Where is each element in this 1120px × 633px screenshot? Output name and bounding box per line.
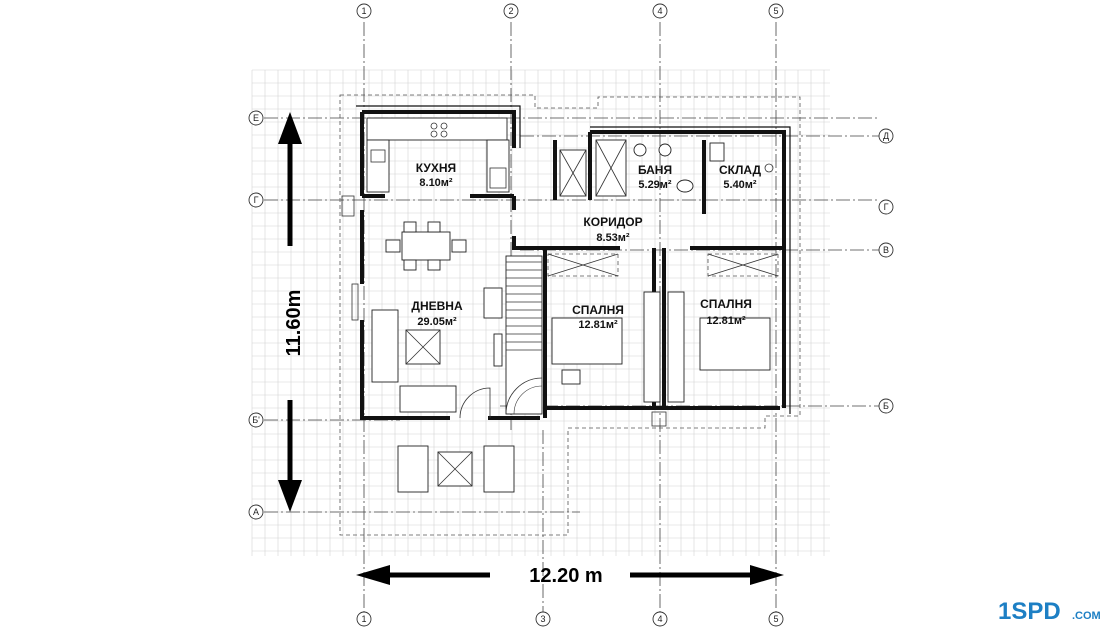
logo-brand: 1SPD — [998, 598, 1061, 625]
dimension-vertical-label: 11.60m — [283, 290, 305, 357]
room-area-bedroom-1: 12.81м² — [578, 319, 618, 331]
room-area-bathroom: 5.29м² — [638, 179, 672, 191]
brand-logo: 1SPD .COM — [994, 592, 1116, 628]
windows — [341, 195, 667, 427]
room-area-storage: 5.40м² — [723, 179, 757, 191]
axis-left-3: А — [253, 507, 259, 517]
kitchen-furniture — [366, 117, 510, 193]
logo-suffix: .COM — [1072, 610, 1101, 622]
room-area-kitchen: 8.10м² — [419, 177, 453, 189]
bathroom-fixtures — [559, 139, 774, 197]
room-name-bedroom-1: СПАЛНЯ — [572, 303, 624, 317]
axis-bottom-1: 3 — [540, 614, 545, 624]
room-area-corridor: 8.53м² — [596, 232, 630, 244]
axis-top-0: 1 — [361, 6, 366, 16]
bedroom-furniture — [547, 253, 779, 403]
room-area-living: 29.05м² — [417, 316, 457, 328]
axis-top-3: 5 — [773, 6, 778, 16]
dining-set — [385, 221, 467, 271]
room-name-corridor: КОРИДОР — [583, 215, 642, 229]
room-name-bedroom-2: СПАЛНЯ — [700, 297, 752, 311]
axis-right-1: Г — [884, 202, 889, 212]
axis-bottom-0: 1 — [361, 614, 366, 624]
axis-bottom-2: 4 — [657, 614, 662, 624]
axis-top-2: 4 — [657, 6, 662, 16]
axis-top-1: 2 — [508, 6, 513, 16]
dimension-horizontal-label: 12.20 m — [529, 565, 602, 587]
terrace-furniture — [397, 445, 515, 493]
walls — [356, 105, 791, 420]
room-name-living: ДНЕВНА — [411, 299, 463, 313]
room-name-bathroom: БАНЯ — [638, 163, 672, 177]
living-furniture — [371, 287, 503, 419]
axis-left-2: Б' — [252, 415, 260, 425]
dimension-arrows — [278, 112, 784, 585]
axis-left-1: Г — [254, 195, 259, 205]
axis-left-0: Е — [253, 113, 259, 123]
axis-right-0: Д — [883, 131, 889, 141]
stairs — [505, 255, 543, 415]
axis-right-3: Б — [883, 401, 889, 411]
axis-right-2: В — [883, 245, 889, 255]
axis-bottom-3: 5 — [773, 614, 778, 624]
room-name-kitchen: КУХНЯ — [416, 161, 456, 175]
room-name-storage: СКЛАД — [719, 163, 762, 177]
room-area-bedroom-2: 12.81м² — [706, 315, 746, 327]
